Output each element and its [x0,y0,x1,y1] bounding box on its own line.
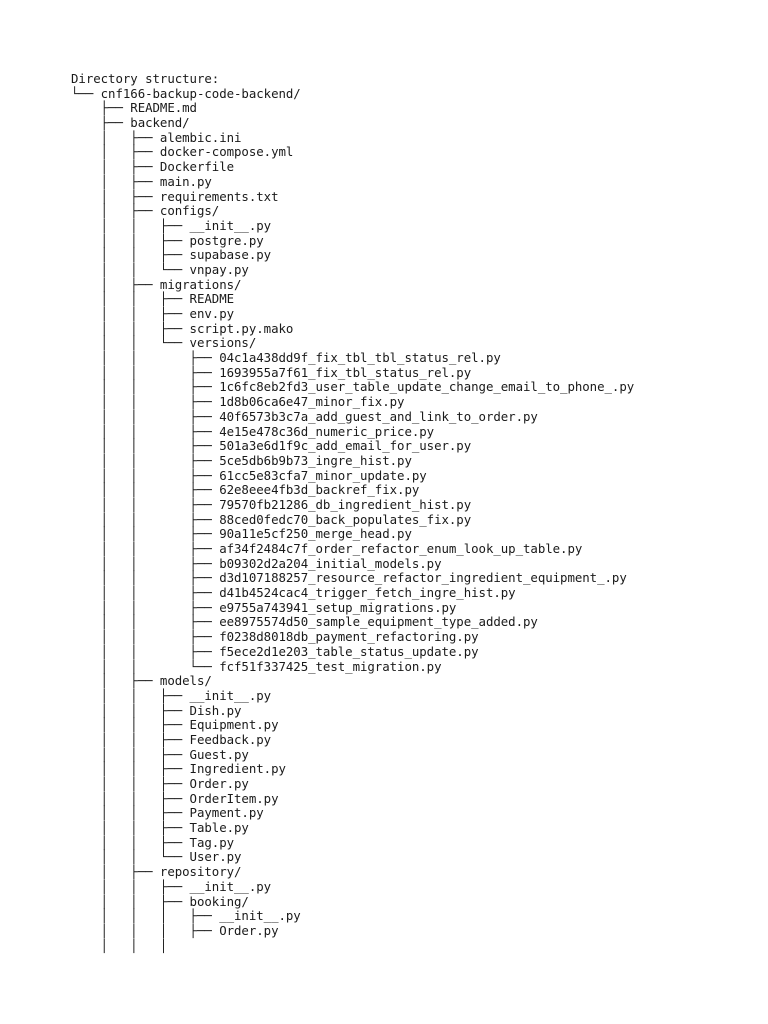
tree-entry: │ │ │ [71,937,190,953]
tree-entry: │ │ ├── 88ced0fedc70_back_populates_fix.… [71,511,472,527]
tree-entry: │ ├── repository/ [71,864,242,880]
tree-entry: │ │ ├── 90a11e5cf250_merge_head.py [71,526,412,542]
tree-entry: │ │ └── fcf51f337425_test_migration.py [71,658,442,674]
tree-entry: │ │ ├── script.py.mako [71,320,294,336]
tree-entry: │ │ ├── af34f2484c7f_order_refactor_enum… [71,541,583,556]
tree-entry: │ │ ├── env.py [71,306,235,321]
tree-entry: │ │ ├── Equipment.py [71,717,279,733]
tree-entry: │ ├── main.py [71,173,212,189]
tree-entry: │ ├── Dockerfile [71,159,235,175]
tree-entry: │ │ ├── postgre.py [71,232,264,248]
tree-entry: │ │ ├── ee8975574d50_sample_equipment_ty… [71,614,538,630]
tree-entry: │ │ └── versions/ [71,335,257,351]
tree-entry: │ │ ├── d3d107188257_resource_refactor_i… [71,570,627,586]
tree-entry: ├── backend/ [71,115,190,131]
tree-entry: │ ├── alembic.ini [71,129,242,145]
tree-entry: │ ├── migrations/ [71,276,242,292]
tree-entry: │ │ ├── 1693955a7f61_fix_tbl_status_rel.… [71,364,472,380]
tree-entry: │ │ ├── 61cc5e83cfa7_minor_update.py [71,467,427,483]
tree-entry: │ │ ├── OrderItem.py [71,790,279,806]
tree-entry: │ │ └── vnpay.py [71,261,249,277]
tree-heading: Directory structure: [71,71,220,86]
tree-entry: │ │ ├── f5ece2d1e203_table_status_update… [71,643,479,659]
directory-tree: Directory structure:└── cnf166-backup-co… [71,71,635,953]
tree-entry: ├── README.md [71,100,197,116]
tree-entry: │ │ ├── Ingredient.py [71,761,286,777]
tree-entry: │ │ ├── 1d8b06ca6e47_minor_fix.py [71,394,405,410]
tree-entry: │ │ ├── e9755a743941_setup_migrations.py [71,599,457,615]
tree-entry: │ │ ├── Payment.py [71,805,264,821]
tree-entry: │ │ │ ├── Order.py [71,922,279,938]
tree-entry: │ │ ├── 5ce5db6b9b73_ingre_hist.py [71,452,412,468]
tree-entry: │ │ ├── __init__.py [71,878,272,894]
tree-entry: │ │ └── User.py [71,849,242,865]
tree-entry: │ │ ├── Guest.py [71,746,249,762]
tree-entry: │ │ ├── 04c1a438dd9f_fix_tbl_tbl_status_… [71,350,501,366]
tree-entry: │ │ ├── Table.py [71,820,249,836]
tree-entry: │ │ ├── 62e8eee4fb3d_backref_fix.py [71,482,420,498]
tree-entry: │ ├── configs/ [71,203,220,219]
tree-entry: │ │ ├── Order.py [71,776,249,791]
tree-entry: │ │ ├── 79570fb21286_db_ingredient_hist.… [71,496,472,512]
tree-entry: │ │ ├── __init__.py [71,217,272,233]
tree-entry: │ ├── models/ [71,673,212,689]
tree-entry: │ ├── docker-compose.yml [71,144,294,160]
tree-entry: │ │ ├── b09302d2a204_initial_models.py [71,555,442,571]
tree-entry: │ │ ├── 40f6573b3c7a_add_guest_and_link_… [71,408,538,424]
tree-entry: │ │ ├── 4e15e478c36d_numeric_price.py [71,423,435,439]
tree-entry: │ │ ├── booking/ [71,893,249,909]
tree-entry: │ │ ├── Feedback.py [71,731,272,747]
tree-entry: │ │ ├── 1c6fc8eb2fd3_user_table_update_c… [71,379,635,395]
tree-entry: └── cnf166-backup-code-backend/ [71,85,301,101]
tree-entry: │ │ │ ├── __init__.py [71,908,301,924]
tree-entry: │ │ ├── d41b4524cac4_trigger_fetch_ingre… [71,585,516,601]
tree-entry: │ │ ├── __init__.py [71,687,272,703]
tree-entry: │ │ ├── f0238d8018db_payment_refactoring… [71,629,479,645]
tree-entry: │ │ ├── 501a3e6d1f9c_add_email_for_user.… [71,438,472,454]
tree-entry: │ │ ├── Dish.py [71,702,242,718]
tree-entry: │ ├── requirements.txt [71,188,279,204]
tree-entry: │ │ ├── Tag.py [71,834,235,850]
tree-entry: │ │ ├── supabase.py [71,247,272,263]
tree-entry: │ │ ├── README [71,291,235,307]
